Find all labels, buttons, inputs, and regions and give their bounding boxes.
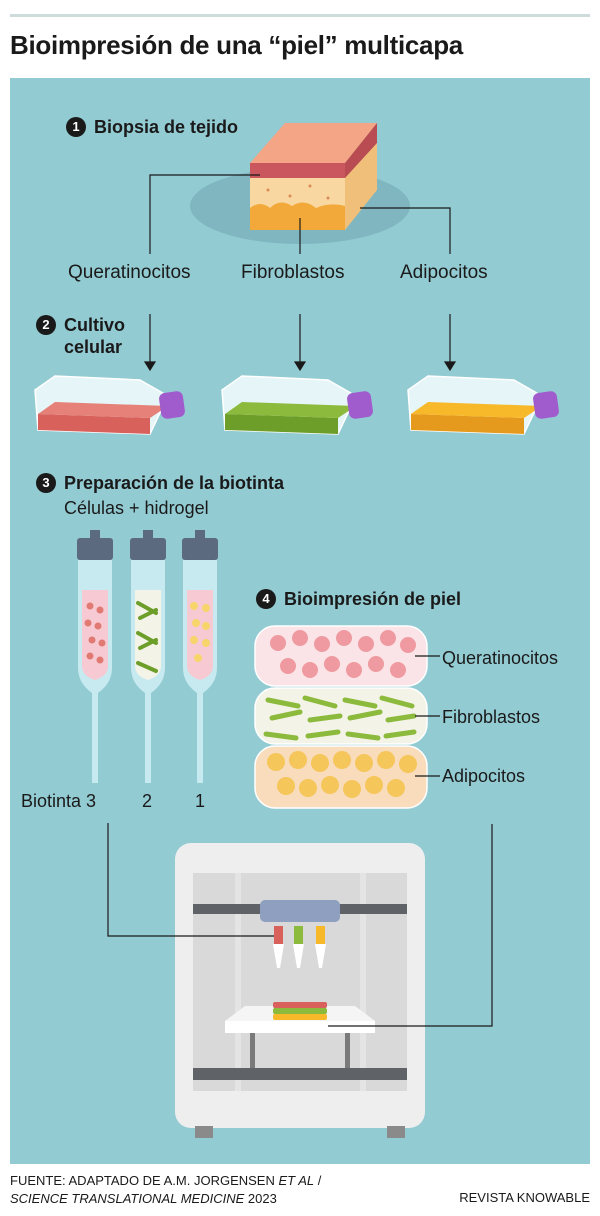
step-number: 1	[66, 117, 86, 137]
bioink-label-3: Biotinta 3	[21, 791, 97, 811]
step-1: 1 Biopsia de tejido	[66, 116, 238, 138]
cell-label-adipocytes: Adipocitos	[400, 262, 488, 283]
top-rule	[10, 14, 590, 17]
source-credit: FUENTE: ADAPTADO DE A.M. JORGENSEN ET AL…	[10, 1172, 321, 1208]
source-etal: ET AL	[278, 1173, 315, 1188]
bioink-label-2: 2	[142, 791, 153, 811]
syringe-icon	[182, 530, 218, 783]
bioprinter-icon	[175, 843, 425, 1138]
step-label: Preparación de la biotinta	[64, 473, 285, 493]
source-year: 2023	[244, 1191, 277, 1206]
syringe-icon	[77, 530, 113, 783]
step-3-sublabel: Células + hidrogel	[64, 498, 209, 518]
cell-label-keratinocytes: Queratinocitos	[68, 262, 191, 283]
printer-connectors	[107, 823, 493, 1027]
step-label-line2: celular	[64, 337, 123, 357]
diagram-graphics	[34, 123, 559, 1138]
diagram-panel: 1 Biopsia de tejido Queratinocitos Fibro…	[10, 78, 590, 1164]
culture-arrows	[143, 314, 457, 372]
source-sep: /	[314, 1173, 322, 1188]
tissue-block-icon	[190, 123, 410, 244]
skin-layer-icon	[254, 687, 440, 745]
culture-flask-icon	[407, 375, 559, 435]
publisher-credit: REVISTA KNOWABLE	[459, 1190, 590, 1205]
layer-label-keratinocytes: Queratinocitos	[442, 648, 559, 668]
step-number: 2	[36, 315, 56, 335]
step-label: Biopsia de tejido	[94, 117, 239, 137]
step-3: 3 Preparación de la biotinta	[36, 472, 284, 494]
syringe-icon	[130, 530, 166, 783]
skin-layer-icon	[254, 745, 440, 809]
layer-label-fibroblasts: Fibroblastos	[442, 707, 541, 727]
skin-layer-icon	[254, 625, 440, 687]
layer-label-adipocytes: Adipocitos	[442, 766, 526, 786]
culture-flask-icon	[34, 375, 185, 435]
step-label-line1: Cultivo	[64, 315, 125, 335]
culture-flask-icon	[221, 375, 373, 435]
source-journal: SCIENCE TRANSLATIONAL MEDICINE	[10, 1191, 245, 1206]
step-4: 4 Bioimpresión de piel	[256, 588, 461, 610]
source-line1: FUENTE: ADAPTADO DE A.M. JORGENSEN	[10, 1173, 275, 1188]
step-number: 4	[256, 589, 276, 609]
bioink-label-1: 1	[195, 791, 206, 811]
step-2: 2 Cultivo celular	[36, 314, 125, 358]
step-number: 3	[36, 473, 56, 493]
step-label: Bioimpresión de piel	[284, 589, 462, 609]
page-title: Bioimpresión de una “piel” multicapa	[10, 30, 463, 60]
tissue-connectors	[149, 174, 451, 254]
cell-label-fibroblasts: Fibroblastos	[241, 262, 345, 283]
